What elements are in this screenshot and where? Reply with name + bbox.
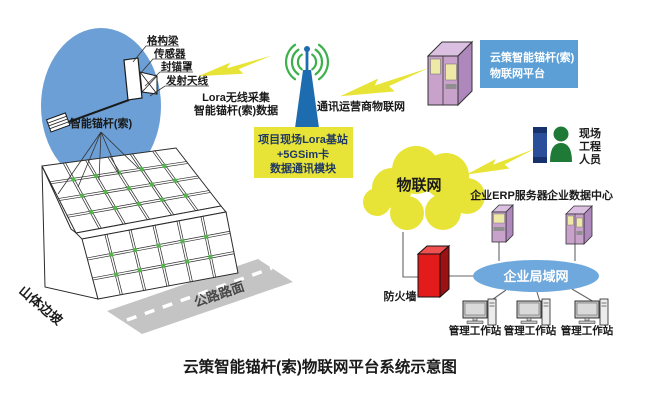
lan-to-ws2-line <box>536 291 541 303</box>
pc-tower-icon <box>541 298 551 326</box>
callout-fan-lines <box>57 131 139 195</box>
diagram-title: 云策智能锚杆(索)物联网平台系统示意图 <box>183 357 457 376</box>
anchor-head-icon <box>45 112 71 133</box>
firewall-label: 防火墙 <box>384 289 417 303</box>
radio-wave-icon <box>296 53 303 71</box>
pc-tower-icon <box>487 298 497 326</box>
workstation-3 <box>574 298 609 326</box>
carrier-link-label: 通讯运营商物联网 <box>317 99 405 113</box>
platform-label-box: 云策智能锚杆(索) 物联网平台 <box>480 40 578 88</box>
cloud-to-firewall-line <box>402 232 418 278</box>
iot-cloud-icon: 物联网 <box>363 146 485 230</box>
firewall: 防火墙 <box>384 244 451 303</box>
enterprise-lan: 企业局域网 <box>473 260 599 292</box>
lora-link-label-line2: 智能锚杆(索)数据 <box>194 103 278 117</box>
lightning-bolt-icon <box>464 148 539 179</box>
road-surface <box>107 259 293 334</box>
radio-wave-icon <box>290 48 300 76</box>
callout-label-lattice-beam: 格构梁 <box>147 34 179 47</box>
engineer-label-line1: 现场 <box>579 126 601 140</box>
pc-tower-icon <box>599 298 609 326</box>
base-station-line1: 项目现场Lora基站 <box>258 132 348 146</box>
workstation-2-label: 管理工作站 <box>504 324 557 337</box>
callout-label-antenna: 发射天线 <box>165 74 208 87</box>
leader-line <box>144 71 193 87</box>
mountain-slope: 山体边坡 <box>16 147 239 328</box>
phone-icon <box>533 127 547 163</box>
lattice-beam-plate-icon <box>123 57 143 101</box>
radio-wave-icon <box>311 53 318 71</box>
person-icon <box>553 126 569 142</box>
slope-lower-lattice <box>87 216 235 296</box>
lora-link-label-line1: Lora无线采集 <box>202 90 271 104</box>
lightning-bolt-icon <box>197 55 274 80</box>
leader-line <box>138 58 186 76</box>
callout-label-sensor: 传感器 <box>153 47 186 60</box>
smart-anchor-label: 智能锚杆(索) <box>70 116 133 130</box>
callout-label-anchor-cap: 封锚罩 <box>161 60 193 73</box>
anchor-rod <box>62 99 130 125</box>
base-station-line2: +5GSim卡 <box>277 147 329 161</box>
platform-label-line1: 云策智能锚杆(索) <box>490 50 575 64</box>
erp-server-label: 企业ERP服务器 <box>469 188 549 202</box>
datacenter-server: 企业数据中心 <box>546 188 613 245</box>
engineer-label-line2: 工程 <box>579 139 601 153</box>
field-engineer: 现场 工程 人员 <box>533 126 601 166</box>
base-station-box: 项目现场Lora基站 +5GSim卡 数据通讯模块 <box>254 127 353 178</box>
radio-wave-icon <box>314 48 324 76</box>
lan-ellipse <box>473 260 599 292</box>
workstation-3-label: 管理工作站 <box>561 324 614 337</box>
workstation-2 <box>516 298 551 326</box>
road-centerline <box>126 266 273 322</box>
platform-label-line2: 物联网平台 <box>490 66 545 80</box>
platform-server-icon <box>426 40 474 107</box>
anchor-detail: 格构梁 传感器 封锚罩 发射天线 智能锚杆(索) <box>45 34 209 133</box>
lightning-bolt-icon <box>338 68 432 101</box>
datacenter-label: 企业数据中心 <box>546 188 613 202</box>
lan-to-ws3-line <box>571 288 595 303</box>
lan-label: 企业局域网 <box>502 269 568 284</box>
erp-server: 企业ERP服务器 <box>469 188 549 243</box>
workstation-1 <box>462 298 497 326</box>
iot-cloud-label: 物联网 <box>396 176 441 194</box>
workstation-1-label: 管理工作站 <box>449 324 502 337</box>
leader-line <box>149 85 209 97</box>
person-body-icon <box>550 143 572 162</box>
radio-wave-icon <box>317 43 329 81</box>
radio-wave-icon <box>285 43 297 81</box>
lora-tower-icon <box>285 43 329 128</box>
engineer-label-line3: 人员 <box>579 152 601 166</box>
base-station-line3: 数据通讯模块 <box>270 161 337 175</box>
leader-line <box>132 45 179 63</box>
